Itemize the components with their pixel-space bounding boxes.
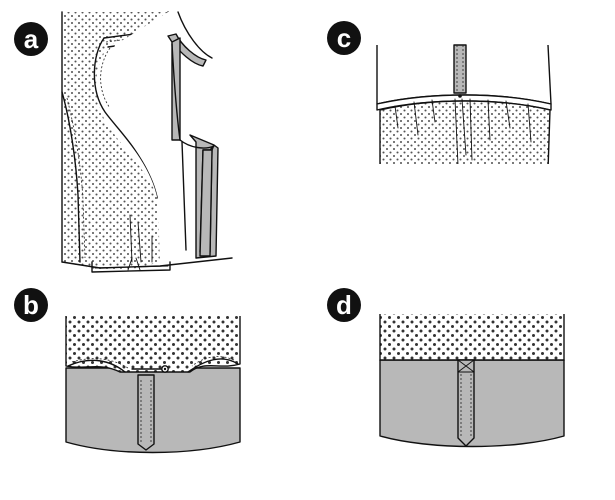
panel-a-dotted-bodice (62, 12, 168, 270)
panel-c-grey-strip (453, 44, 467, 94)
panel-a (61, 11, 233, 273)
panel-a-armhole (93, 37, 159, 199)
panel-d (378, 304, 566, 448)
badge-a-label: a (24, 24, 39, 54)
badge-d: d (327, 288, 361, 322)
badge-b: b (14, 288, 48, 322)
panel-d-x-box (457, 359, 475, 373)
badge-b-label: b (23, 290, 39, 320)
badge-c-label: c (337, 23, 351, 53)
panel-b (64, 306, 242, 454)
panel-b-dotted-fabric (65, 313, 241, 373)
badge-c: c (327, 21, 361, 55)
badge-a: a (14, 22, 48, 56)
badge-d-label: d (336, 290, 352, 320)
panel-d-dotted-fabric (379, 311, 565, 361)
panel-b-center-strip (137, 374, 155, 451)
panel-c (376, 44, 552, 172)
panel-d-center-strip (457, 359, 475, 447)
